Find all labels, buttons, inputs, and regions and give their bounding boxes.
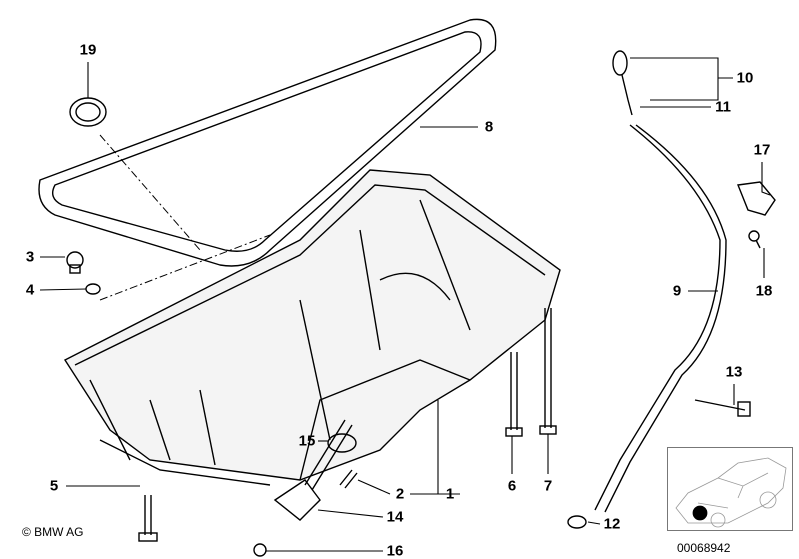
bolt-part-6 — [510, 352, 518, 430]
clip-part-17 — [737, 181, 776, 216]
callout-2[interactable]: 2 — [395, 485, 405, 503]
copyright-text: © BMW AG — [22, 525, 84, 539]
bolt-part-5 — [144, 495, 152, 535]
callout-4[interactable]: 4 — [25, 281, 35, 299]
location-marker — [692, 505, 708, 521]
gasket-part-8 — [38, 18, 497, 267]
oil-pickup-part-14 — [273, 419, 353, 521]
callout-9[interactable]: 9 — [672, 282, 682, 300]
nut-part-16 — [253, 543, 267, 557]
callout-16[interactable]: 16 — [386, 542, 404, 559]
callout-6[interactable]: 6 — [507, 477, 517, 495]
bolt-part-13 — [694, 399, 746, 411]
bolt-part-7 — [544, 308, 552, 428]
leader-lines — [39, 57, 771, 552]
callout-15[interactable]: 15 — [298, 432, 316, 450]
pin-part-2 — [339, 469, 358, 489]
callout-19[interactable]: 19 — [79, 41, 97, 59]
callout-1[interactable]: 1 — [445, 485, 455, 503]
callout-3[interactable]: 3 — [25, 248, 35, 266]
diagram-reference-number: 00068942 — [677, 541, 731, 555]
callout-5[interactable]: 5 — [49, 477, 59, 495]
callout-14[interactable]: 14 — [386, 508, 404, 526]
bolt-part-18 — [748, 230, 760, 242]
o-ring-part-12 — [567, 515, 587, 529]
callout-13[interactable]: 13 — [725, 363, 743, 381]
callout-11[interactable]: 11 — [715, 98, 731, 116]
callout-18[interactable]: 18 — [755, 282, 773, 300]
drain-plug-part-3 — [66, 251, 84, 269]
callout-12[interactable]: 12 — [603, 515, 621, 533]
dipstick-part-10 — [612, 50, 633, 116]
callout-17[interactable]: 17 — [753, 141, 771, 159]
car-outline-icon — [675, 457, 787, 528]
oil-pan-part-1 — [63, 169, 561, 486]
vehicle-location-inset — [667, 447, 793, 531]
washer-part-4 — [85, 283, 101, 295]
callout-7[interactable]: 7 — [543, 477, 553, 495]
guide-tube-part-9 — [594, 124, 721, 511]
o-ring-part-15 — [327, 433, 357, 453]
callout-10[interactable]: 10 — [736, 69, 754, 87]
callout-8[interactable]: 8 — [484, 118, 494, 136]
